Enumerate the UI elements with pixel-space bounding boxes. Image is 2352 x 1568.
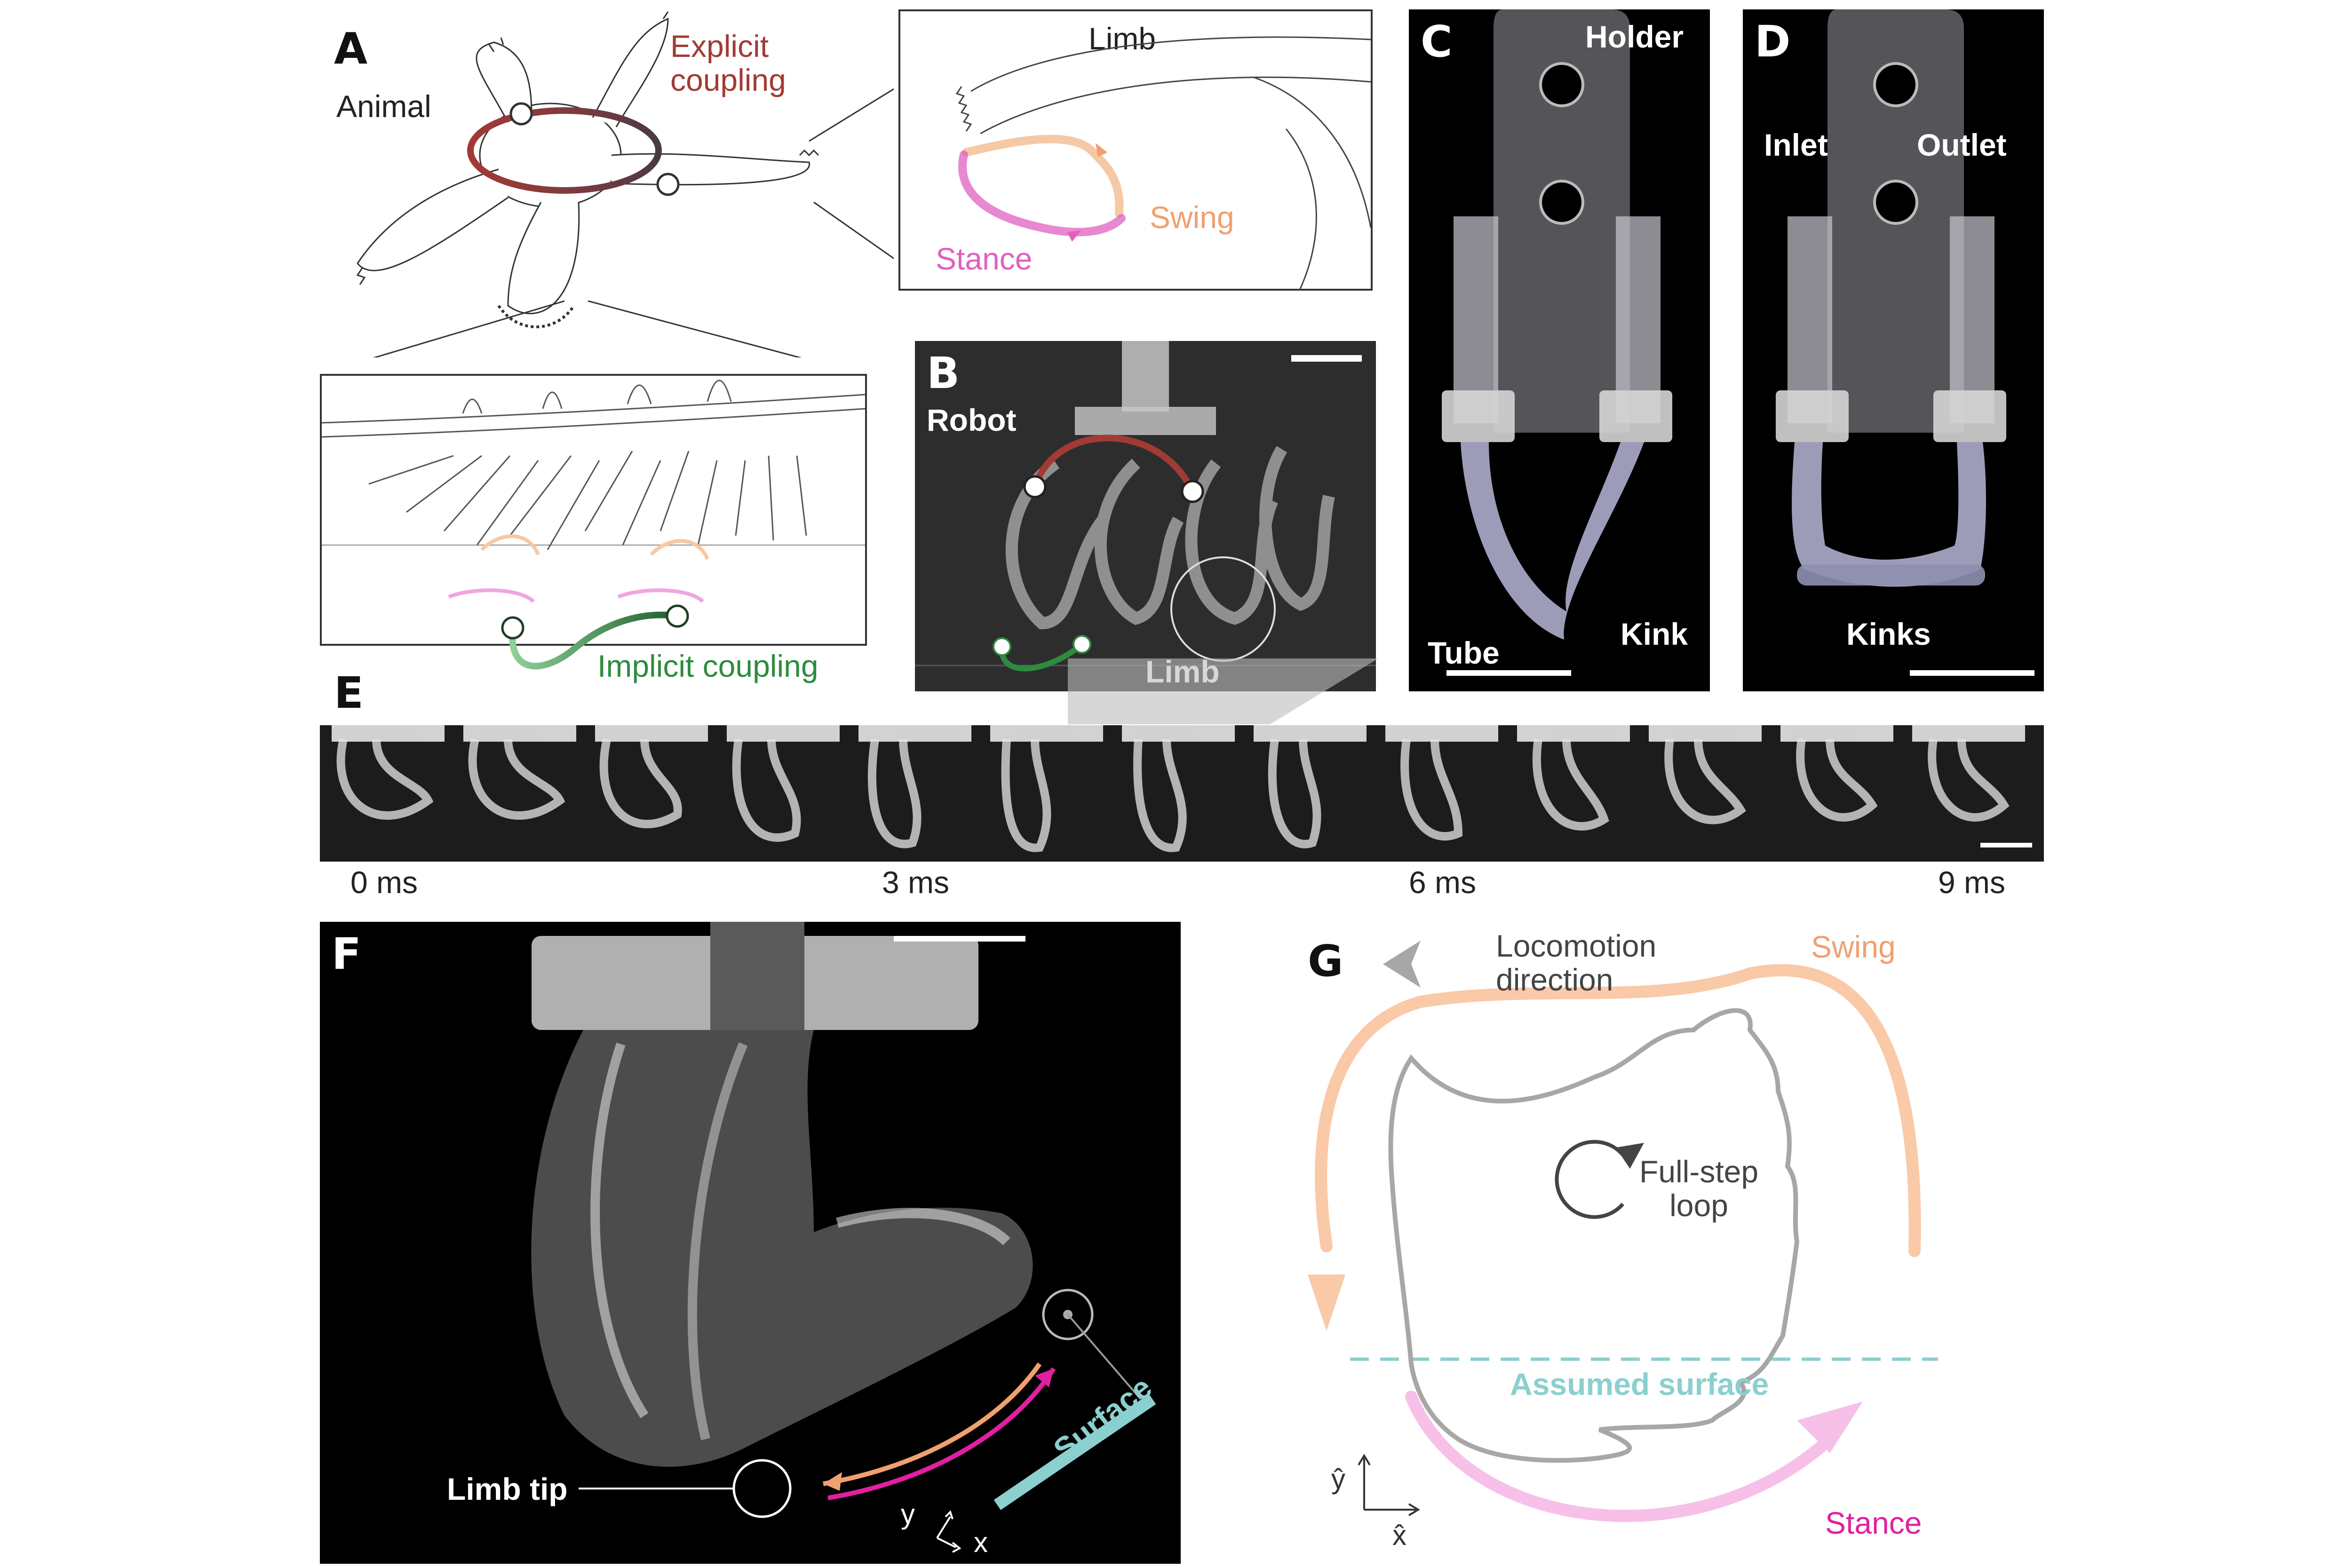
full-step-loop-label: Full-step loop (1639, 1154, 1759, 1223)
animal-label: Animal (336, 89, 431, 124)
time-3: 3 ms (882, 865, 950, 900)
stance-label: Stance (936, 241, 1033, 276)
podia-inset (320, 374, 867, 646)
time-0: 0 ms (350, 865, 418, 900)
panel-d: D Inlet Outlet Kinks (1743, 9, 2044, 691)
panel-c: C Holder Tube Kink (1409, 9, 1710, 691)
double-tube-photo (1776, 9, 2034, 676)
holder-label: Holder (1585, 19, 1684, 54)
panel-b: B Robot Limb (915, 341, 1376, 691)
gait-frames (332, 725, 2032, 852)
limb-inset-drawing (955, 36, 1371, 289)
kinks-label: Kinks (1846, 617, 1931, 651)
panel-a: A Animal Explicit coupling (0, 0, 1373, 705)
panel-e-strip (320, 725, 2044, 862)
limb-motion-photo (531, 922, 1156, 1553)
limb-inset: Limb Swing Stance (898, 9, 1373, 291)
outlet-label: Outlet (1917, 127, 2007, 162)
locomotion-direction-label: Locomotion direction (1496, 928, 1657, 997)
panel-e-label: E (334, 668, 364, 718)
panel-g: G Locomotion direction Swing Full-step l… (1279, 922, 2042, 1564)
implicit-coupling-arc (501, 604, 689, 670)
inlet-label: Inlet (1764, 127, 1828, 162)
assumed-surface-label: Assumed surface (1510, 1367, 1769, 1402)
robot-photo (915, 341, 1376, 691)
panel-d-label: D (1755, 16, 1791, 67)
kink-label: Kink (1621, 617, 1688, 651)
g-axis-y: ŷ (1331, 1463, 1345, 1495)
robot-label: Robot (927, 403, 1017, 437)
panel-a-label: A (334, 24, 368, 74)
panel-b-label: B (927, 348, 960, 398)
g-swing-label: Swing (1811, 929, 1896, 964)
podia-inset-drawing (322, 380, 865, 603)
f-axis-y: y (901, 1498, 915, 1530)
animal-drawing (356, 11, 894, 357)
tube-label: Tube (1428, 635, 1500, 670)
g-axis-x: x̂ (1392, 1520, 1406, 1551)
time-6: 6 ms (1409, 865, 1477, 900)
single-tube-photo (1442, 9, 1672, 676)
panel-g-label: G (1308, 936, 1343, 986)
panel-f-label: F (332, 929, 361, 979)
implicit-coupling-label: Implicit coupling (597, 649, 818, 683)
swing-label: Swing (1150, 200, 1234, 235)
g-stance-label: Stance (1825, 1505, 1922, 1540)
f-axis-x: x (974, 1527, 988, 1558)
b-limb-label: Limb (1145, 654, 1220, 689)
panel-c-label: C (1421, 16, 1453, 67)
limb-tip-label: Limb tip (447, 1472, 568, 1506)
explicit-coupling-label: Explicit coupling (670, 29, 786, 97)
step-loop-diagram (1308, 941, 1938, 1522)
time-9: 9 ms (1938, 865, 2006, 900)
panel-f: F Limb tip Surface y x (320, 922, 1181, 1564)
